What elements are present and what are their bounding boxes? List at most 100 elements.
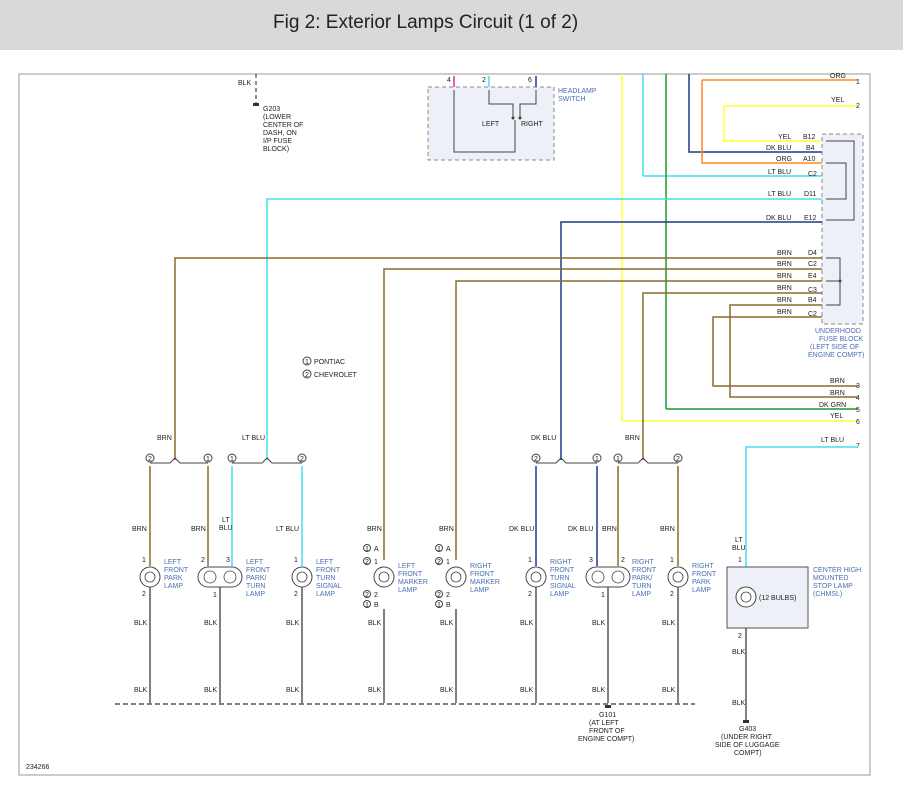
- svg-text:2: 2: [365, 592, 369, 599]
- svg-text:2: 2: [670, 591, 674, 598]
- svg-text:LAMP: LAMP: [632, 591, 651, 598]
- svg-text:(12 BULBS): (12 BULBS): [759, 595, 796, 602]
- svg-text:BRN: BRN: [777, 250, 792, 257]
- svg-text:BLK: BLK: [662, 620, 676, 627]
- svg-text:PARK/: PARK/: [246, 575, 267, 582]
- svg-text:BLOCK): BLOCK): [263, 146, 289, 153]
- svg-text:(LOWER: (LOWER: [263, 114, 291, 121]
- svg-text:1: 1: [230, 456, 234, 463]
- figure-id: 234266: [26, 764, 49, 771]
- svg-text:LT BLU: LT BLU: [242, 435, 265, 442]
- svg-text:BLK: BLK: [134, 687, 148, 694]
- svg-text:TURN: TURN: [246, 583, 265, 590]
- diagram-frame: [18, 73, 871, 776]
- svg-text:2: 2: [300, 456, 304, 463]
- svg-text:E4: E4: [808, 273, 817, 280]
- svg-text:SIGNAL: SIGNAL: [316, 583, 342, 590]
- svg-text:BLK: BLK: [238, 80, 252, 87]
- svg-text:BLK: BLK: [286, 687, 300, 694]
- svg-text:TURN: TURN: [550, 575, 569, 582]
- svg-text:D11: D11: [804, 191, 816, 198]
- svg-text:2: 2: [305, 372, 309, 379]
- svg-text:BLK: BLK: [134, 620, 148, 627]
- right-front-park-turn-lamp: DK BLU BRN 3 2 1 RIGHT FRONT PARK/ TURN …: [568, 526, 657, 599]
- svg-text:MARKER: MARKER: [398, 579, 428, 586]
- svg-text:C3: C3: [808, 287, 817, 294]
- svg-text:1: 1: [305, 359, 309, 366]
- svg-text:1: 1: [206, 456, 210, 463]
- svg-text:6: 6: [528, 77, 532, 84]
- svg-text:1: 1: [528, 557, 532, 564]
- svg-text:MOUNTED: MOUNTED: [813, 575, 848, 582]
- svg-text:2: 2: [446, 592, 450, 599]
- splice-dkblu-right: DK BLU 2 1: [531, 435, 602, 464]
- right-front-turn-signal-lamp: DK BLU 1 2 RIGHT FRONT TURN SIGNAL LAMP: [509, 526, 576, 598]
- svg-text:CENTER OF: CENTER OF: [263, 122, 303, 129]
- svg-text:DASH, ON: DASH, ON: [263, 130, 297, 137]
- svg-text:2: 2: [201, 557, 205, 564]
- svg-text:LAMP: LAMP: [246, 591, 265, 598]
- svg-text:1: 1: [670, 557, 674, 564]
- svg-text:C2: C2: [808, 171, 817, 178]
- svg-text:BLK: BLK: [732, 700, 746, 707]
- model-legend: 1 PONTIAC 2 CHEVROLET: [302, 356, 358, 379]
- svg-text:BLK: BLK: [732, 649, 746, 656]
- svg-text:G403: G403: [739, 726, 756, 733]
- svg-text:BRN: BRN: [830, 390, 845, 397]
- svg-text:BRN: BRN: [439, 526, 454, 533]
- svg-text:LAMP: LAMP: [692, 587, 711, 594]
- svg-text:BLK: BLK: [662, 687, 676, 694]
- trunk-wires: [621, 74, 858, 422]
- svg-text:2: 2: [142, 591, 146, 598]
- svg-text:BLK: BLK: [520, 620, 534, 627]
- svg-text:LT BLU: LT BLU: [768, 169, 791, 176]
- ground-g203: BLK G203 (LOWER CENTER OF DASH, ON I/P F…: [238, 74, 303, 153]
- svg-text:RIGHT: RIGHT: [521, 121, 544, 128]
- svg-text:ENGINE COMPT): ENGINE COMPT): [578, 736, 634, 743]
- svg-text:I/P FUSE: I/P FUSE: [263, 138, 292, 145]
- svg-text:(LEFT SIDE OF: (LEFT SIDE OF: [810, 344, 859, 351]
- splice-brn-left: BRN 2 1: [145, 435, 213, 464]
- svg-text:LEFT: LEFT: [398, 563, 416, 570]
- svg-text:C2: C2: [808, 311, 817, 318]
- svg-text:1: 1: [856, 79, 860, 86]
- svg-text:FRONT: FRONT: [632, 567, 657, 574]
- svg-text:1: 1: [437, 546, 441, 553]
- svg-text:2: 2: [365, 559, 369, 566]
- svg-text:LT BLU: LT BLU: [821, 437, 844, 444]
- svg-text:DK BLU: DK BLU: [766, 215, 791, 222]
- svg-text:2: 2: [437, 592, 441, 599]
- svg-text:2: 2: [621, 557, 625, 564]
- svg-text:BLU: BLU: [732, 545, 746, 552]
- svg-text:1: 1: [374, 559, 378, 566]
- svg-text:PARK: PARK: [692, 579, 711, 586]
- left-front-park-lamp: BRN 1 2 LEFT FRONT PARK LAMP: [132, 526, 189, 598]
- svg-text:COMPT): COMPT): [734, 750, 762, 757]
- svg-text:2: 2: [534, 456, 538, 463]
- svg-text:BLK: BLK: [204, 687, 218, 694]
- left-front-turn-signal-lamp: LT BLU 1 2 LEFT FRONT TURN SIGNAL LAMP: [276, 526, 342, 598]
- svg-text:A10: A10: [803, 156, 816, 163]
- svg-text:FRONT: FRONT: [692, 571, 717, 578]
- svg-text:BLK: BLK: [592, 687, 606, 694]
- svg-text:A: A: [446, 546, 451, 553]
- svg-text:B12: B12: [803, 134, 816, 141]
- svg-text:BLU: BLU: [219, 525, 233, 532]
- svg-text:A: A: [374, 546, 379, 553]
- svg-text:3: 3: [589, 557, 593, 564]
- svg-text:FRONT: FRONT: [246, 567, 271, 574]
- svg-text:1: 1: [595, 456, 599, 463]
- svg-text:G101: G101: [599, 712, 616, 719]
- svg-text:TURN: TURN: [632, 583, 651, 590]
- svg-text:BLK: BLK: [440, 620, 454, 627]
- svg-text:1: 1: [437, 602, 441, 609]
- svg-text:STOP LAMP: STOP LAMP: [813, 583, 853, 590]
- svg-text:4: 4: [856, 395, 860, 402]
- svg-text:SWITCH: SWITCH: [558, 96, 586, 103]
- svg-text:B: B: [446, 602, 451, 609]
- svg-text:PONTIAC: PONTIAC: [314, 359, 345, 366]
- svg-text:BLK: BLK: [592, 620, 606, 627]
- svg-text:2: 2: [294, 591, 298, 598]
